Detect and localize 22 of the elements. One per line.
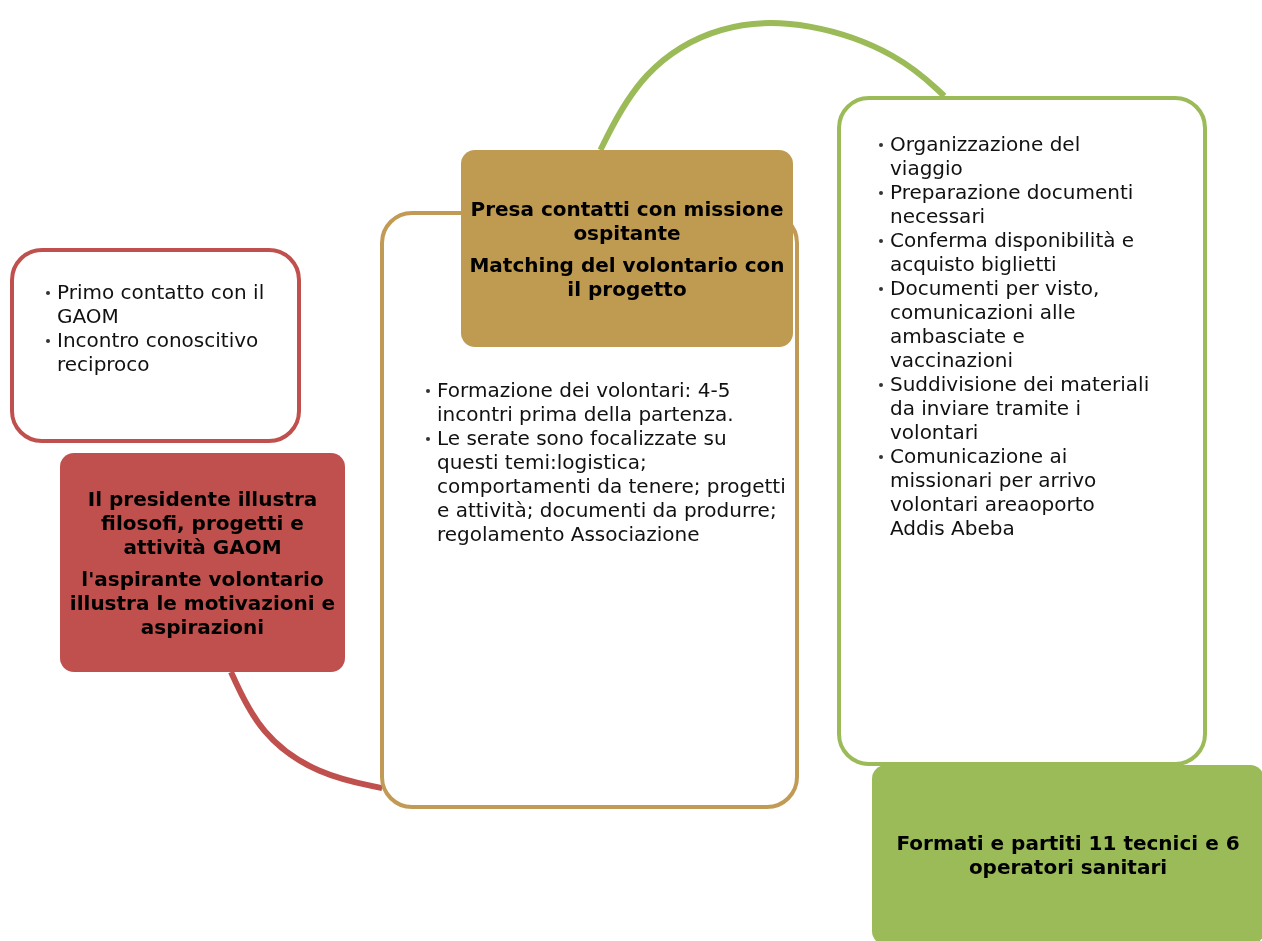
bullet-text: Comunicazione ai missionari per arrivo volontari areaoporto Addis Abeba xyxy=(890,444,1097,540)
stage-detail-box xyxy=(10,248,301,443)
connector-arc xyxy=(597,20,947,152)
bullet-text: Primo contatto con il GAOM xyxy=(57,280,265,328)
bullet-text: Suddivisione dei materiali da inviare tramite i volontari xyxy=(890,372,1150,444)
heading-text: Il presidente illustra filosofi, progetti e attività GAOM xyxy=(86,486,319,559)
stage-heading-box xyxy=(461,150,793,347)
stage-detail-box xyxy=(837,96,1207,766)
heading-text: Matching del volontario con il progetto xyxy=(469,252,785,301)
bullet-text: Documenti per visto, comunicazioni alle ambasciate e vaccinazioni xyxy=(890,276,1100,372)
bullet-text: Organizzazione del viaggio xyxy=(890,132,1081,180)
heading-text: Formati e partiti 11 tecnici e 6 operatori sanitari xyxy=(895,831,1241,879)
bullet-text: Formazione dei volontari: 4-5 incontri prima della partenza. xyxy=(437,378,734,426)
heading-text: Presa contatti con missione ospitante xyxy=(469,196,785,245)
bullet-text: Conferma disponibilità e acquisto biglietti xyxy=(890,228,1135,276)
stage-heading-box xyxy=(60,453,345,672)
bullet-text: Preparazione documenti necessari xyxy=(890,180,1134,228)
bullet-text: Incontro conoscitivo reciproco xyxy=(57,328,259,376)
heading-text: l'aspirante volontario illustra le motivazioni e aspirazioni xyxy=(68,566,337,639)
connector-arc xyxy=(228,670,383,791)
stage-heading-box xyxy=(872,765,1262,941)
bullet-text: Le serate sono focalizzate su questi temi:logistica; comportamenti da tenere; progetti e attività; documenti da produrre; regolamento Associazione xyxy=(437,426,786,546)
